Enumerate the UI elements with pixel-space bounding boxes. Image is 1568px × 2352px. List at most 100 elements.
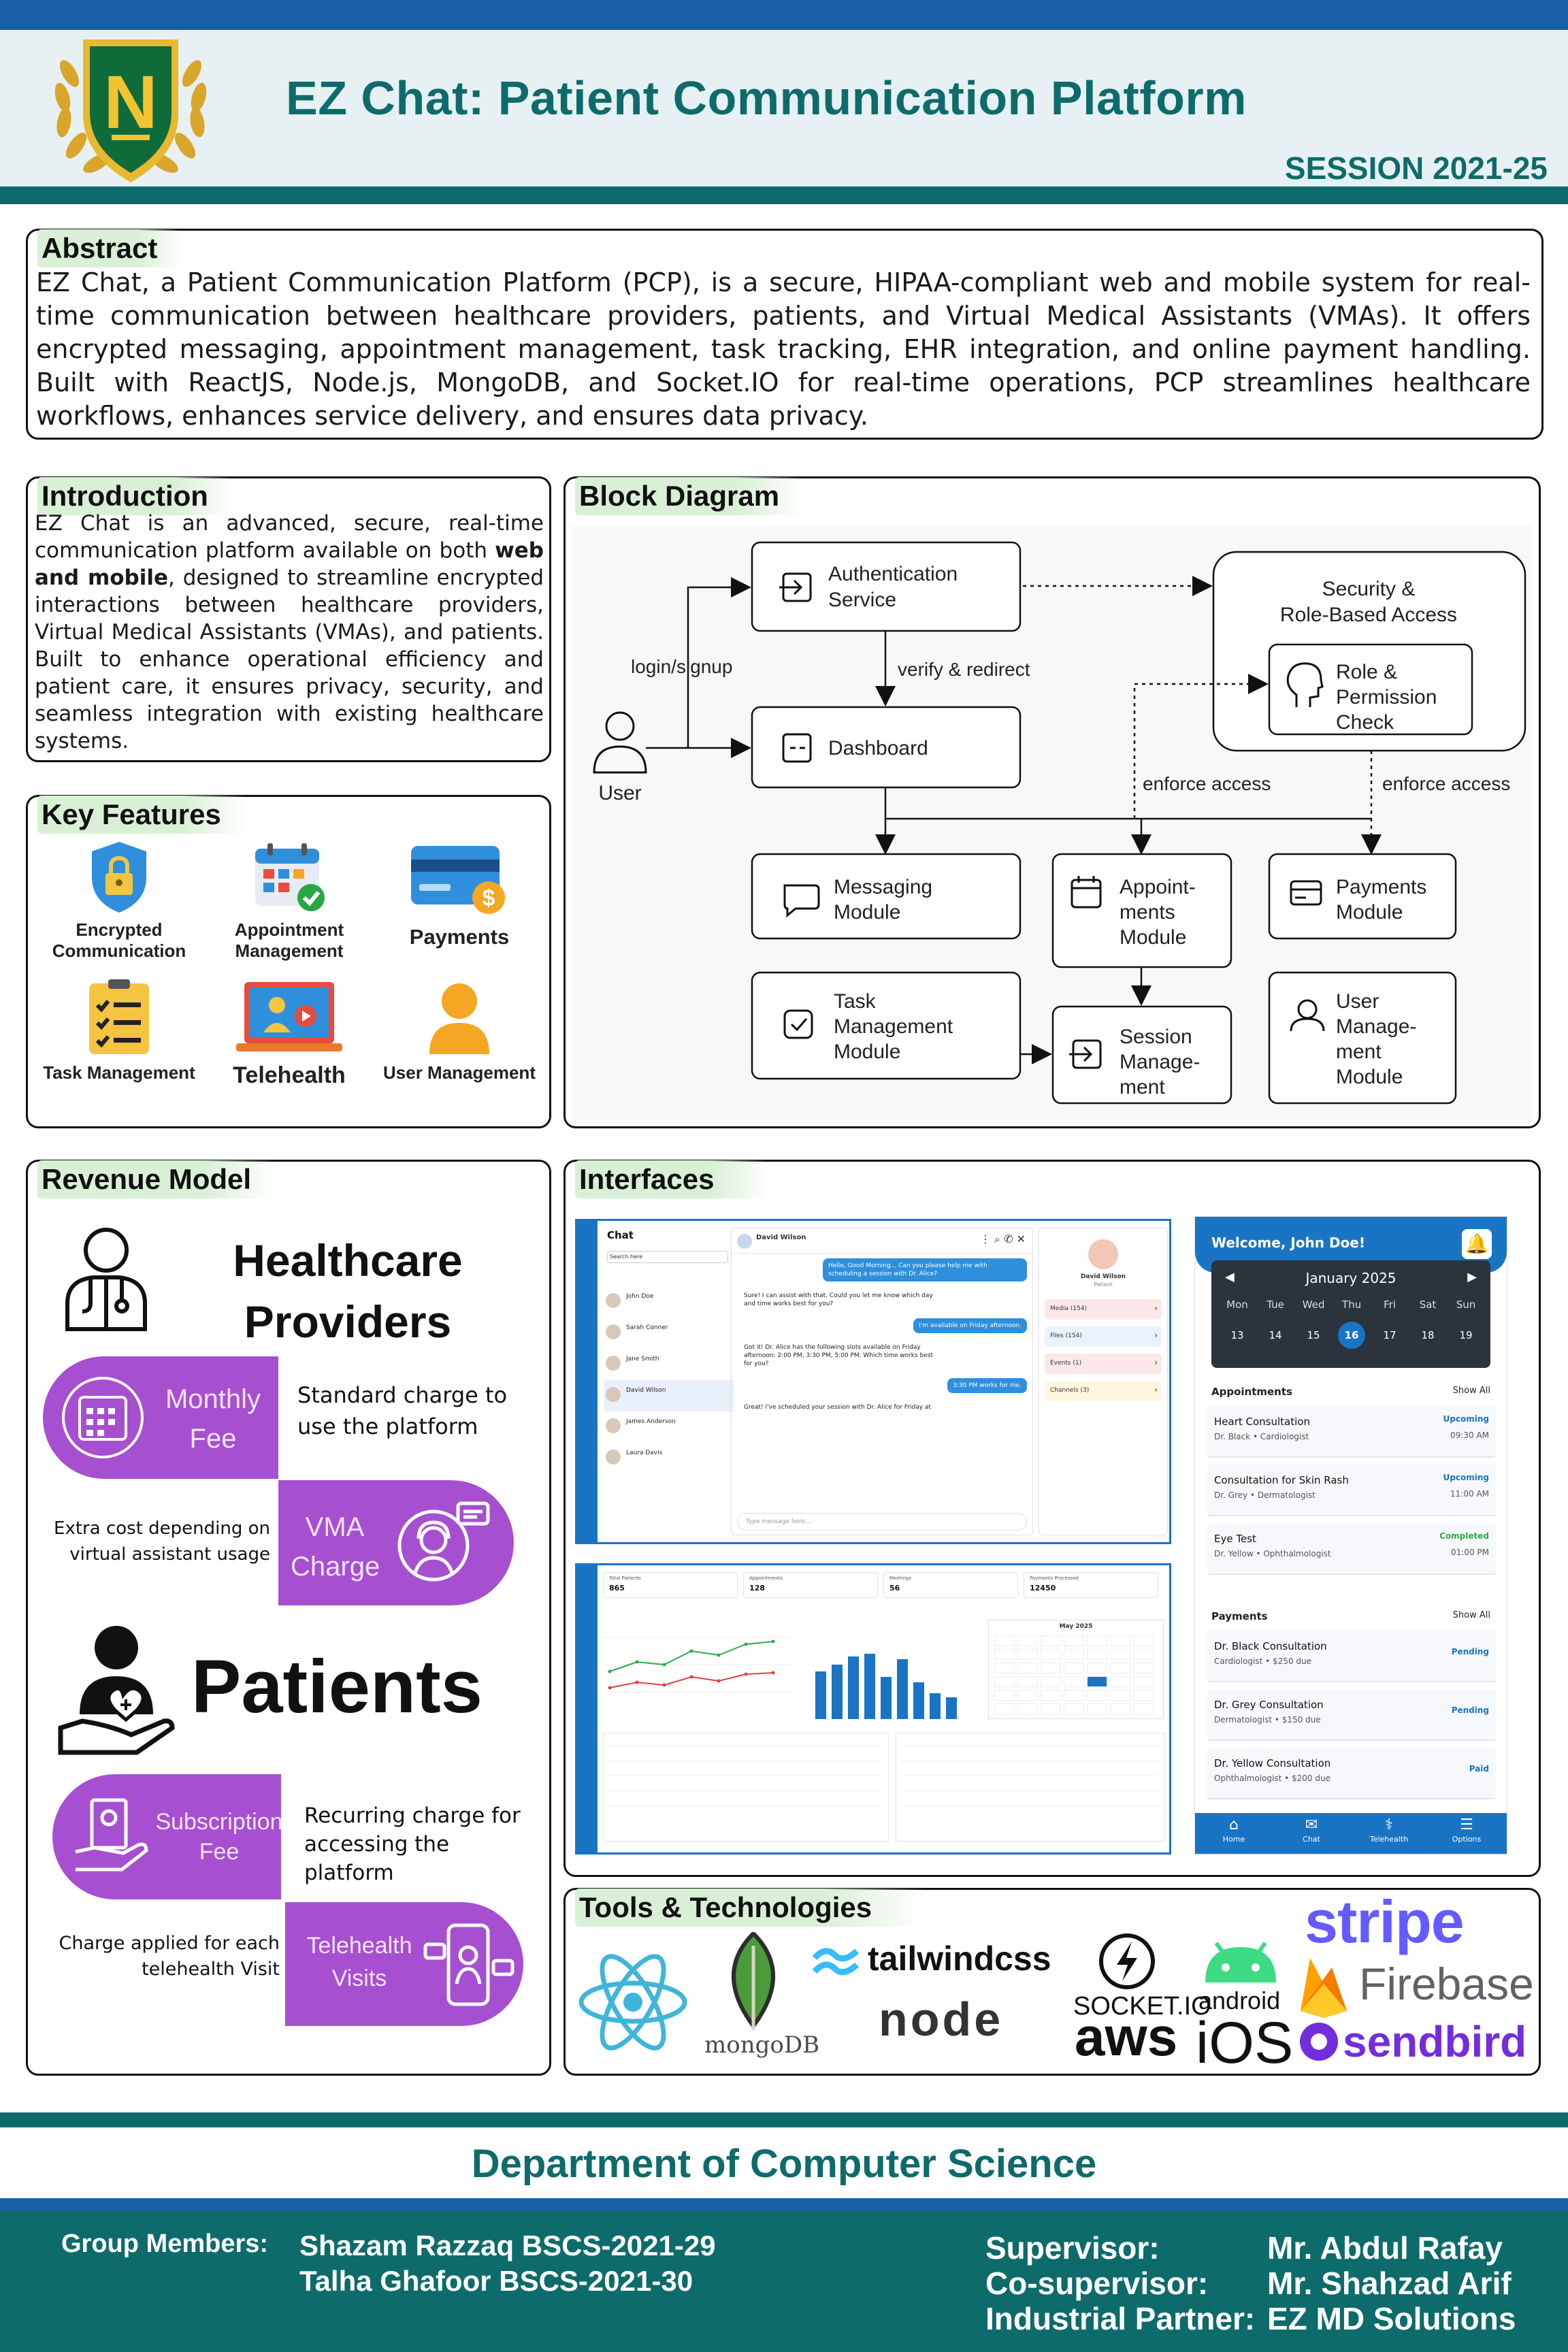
calendar-cell[interactable] xyxy=(1041,1663,1061,1673)
calendar-cell[interactable] xyxy=(1133,1663,1154,1673)
details-list-item[interactable]: Events (1)› xyxy=(1045,1354,1162,1374)
vma-charge-description: Extra cost depending on virtual assistan… xyxy=(54,1518,270,1565)
dashboard-label: Dashboard xyxy=(828,737,928,760)
details-contact-name: David Wilson xyxy=(1080,1273,1126,1280)
next-month-icon[interactable]: ▶ xyxy=(1467,1270,1477,1284)
stat-value: 128 xyxy=(749,1584,765,1592)
card-subtitle: Dr. Grey • Dermatologist xyxy=(1214,1490,1316,1500)
calendar-cell[interactable] xyxy=(1064,1676,1084,1687)
mobile-calendar-month: January 2025 xyxy=(1305,1270,1396,1286)
calendar-day[interactable]: 16 xyxy=(1338,1322,1365,1349)
calendar-cell[interactable] xyxy=(1087,1663,1107,1673)
session-label: SESSION 2021-25 xyxy=(1284,150,1548,186)
calendar-cell[interactable] xyxy=(1017,1676,1038,1687)
payments-show-all[interactable]: Show All xyxy=(1452,1610,1490,1620)
calendar-day[interactable]: 13 xyxy=(1230,1329,1244,1341)
calendar-day[interactable]: 19 xyxy=(1459,1329,1473,1341)
payments-label-2: Module xyxy=(1336,901,1403,924)
calendar-day[interactable]: 14 xyxy=(1269,1329,1282,1341)
calendar-cell[interactable] xyxy=(1087,1635,1107,1646)
notification-bell-icon[interactable]: 🔔 xyxy=(1462,1229,1492,1259)
nav-item-options[interactable]: ☰Options xyxy=(1428,1816,1505,1844)
calendar-day[interactable]: 15 xyxy=(1307,1329,1320,1341)
calendar-cell[interactable] xyxy=(1017,1663,1038,1673)
calendar-cell[interactable] xyxy=(1017,1635,1038,1646)
chat-contact-item[interactable]: Jane Smith xyxy=(604,1349,734,1380)
calendar-cell[interactable] xyxy=(1133,1635,1154,1646)
chat-contact-item[interactable]: Sarah Conner xyxy=(604,1318,734,1349)
monthly-fee-pill: Monthly Fee xyxy=(43,1356,278,1479)
calendar-day[interactable]: 18 xyxy=(1421,1329,1435,1341)
card-title: Consultation for Skin Rash xyxy=(1214,1474,1349,1486)
calendar-cell[interactable] xyxy=(1087,1676,1107,1687)
chat-message-input[interactable]: Type message here... xyxy=(737,1513,1027,1531)
chat-contact-item[interactable]: James Anderson xyxy=(604,1411,734,1443)
calendar-cell[interactable] xyxy=(1041,1703,1061,1714)
calendar-cell[interactable] xyxy=(994,1663,1015,1673)
weekday-label: Wed xyxy=(1302,1298,1325,1311)
calendar-cell[interactable] xyxy=(994,1676,1015,1687)
prev-month-icon[interactable]: ◀ xyxy=(1225,1270,1235,1284)
calendar-cell[interactable] xyxy=(1133,1676,1154,1687)
appointments-show-all[interactable]: Show All xyxy=(1452,1386,1490,1396)
calendar-cell[interactable] xyxy=(1041,1676,1061,1687)
calendar-cell[interactable] xyxy=(1064,1690,1084,1701)
calendar-day[interactable]: 17 xyxy=(1383,1329,1396,1341)
details-list-item[interactable]: Channels (3)› xyxy=(1045,1381,1162,1401)
calendar-cell[interactable] xyxy=(1087,1703,1107,1714)
card-subtitle: Cardiologist • $250 due xyxy=(1214,1656,1311,1666)
footer-top-band xyxy=(0,2112,1568,2127)
weekday-label: Tue xyxy=(1267,1298,1284,1311)
chat-search-input[interactable]: Search here xyxy=(607,1251,728,1263)
calendar-cell[interactable] xyxy=(1064,1663,1084,1673)
details-list-item[interactable]: Files (154)› xyxy=(1045,1326,1162,1347)
calendar-cell[interactable] xyxy=(1017,1649,1038,1660)
calendar-cell[interactable] xyxy=(1087,1649,1107,1660)
calendar-cell[interactable] xyxy=(1041,1635,1061,1646)
chat-contact-item[interactable]: John Doe xyxy=(604,1286,734,1318)
nav-item-telehealth[interactable]: ⚕Telehealth xyxy=(1350,1816,1428,1844)
task-label-1: Task xyxy=(834,990,877,1013)
chat-contact-item[interactable]: David Wilson xyxy=(604,1380,734,1411)
calendar-cell[interactable] xyxy=(1133,1703,1154,1714)
credit-card-icon: $ xyxy=(411,846,505,914)
nav-item-chat[interactable]: ✉Chat xyxy=(1273,1816,1350,1844)
calendar-cell[interactable] xyxy=(1041,1690,1061,1701)
calendar-cell[interactable] xyxy=(1087,1690,1107,1701)
calendar-cell[interactable] xyxy=(1110,1703,1130,1714)
calendar-cell[interactable] xyxy=(1110,1663,1130,1673)
calendar-cell[interactable] xyxy=(994,1703,1015,1714)
firebase-icon xyxy=(1301,1958,1347,2018)
chat-contact-item[interactable]: Laura Davis xyxy=(604,1443,734,1474)
calendar-cell[interactable] xyxy=(994,1635,1015,1646)
calendar-cell[interactable] xyxy=(1064,1703,1084,1714)
calendar-cell[interactable] xyxy=(1110,1690,1130,1701)
android-icon xyxy=(1205,1942,1276,1982)
calendar-cell[interactable] xyxy=(1041,1649,1061,1660)
calendar-cell[interactable] xyxy=(1133,1690,1154,1701)
calendar-cell[interactable] xyxy=(994,1690,1015,1701)
calendar-cell[interactable] xyxy=(1064,1635,1084,1646)
chat-header-actions-icon[interactable]: ⋮ ⌕ ✆ ✕ xyxy=(979,1232,1026,1245)
appointments-label: Appointments xyxy=(1211,1386,1292,1398)
details-list-item[interactable]: Media (154)› xyxy=(1045,1299,1162,1320)
dashboard-icon xyxy=(782,733,812,763)
status-badge: Pending xyxy=(1451,1647,1489,1656)
calendar-cell[interactable] xyxy=(1017,1703,1038,1714)
calendar-cell[interactable] xyxy=(1017,1690,1038,1701)
calendar-cell[interactable] xyxy=(1110,1676,1130,1687)
chat-message: 3:30 PM works for me. xyxy=(738,1378,1027,1393)
calendar-cell[interactable] xyxy=(1064,1649,1084,1660)
calendar-cell[interactable] xyxy=(1110,1635,1130,1646)
nav-item-home[interactable]: ⌂Home xyxy=(1195,1816,1273,1844)
calendar-cell[interactable] xyxy=(1133,1649,1154,1660)
calendar-cell[interactable] xyxy=(994,1649,1015,1660)
calendar-cell[interactable] xyxy=(1110,1649,1130,1660)
